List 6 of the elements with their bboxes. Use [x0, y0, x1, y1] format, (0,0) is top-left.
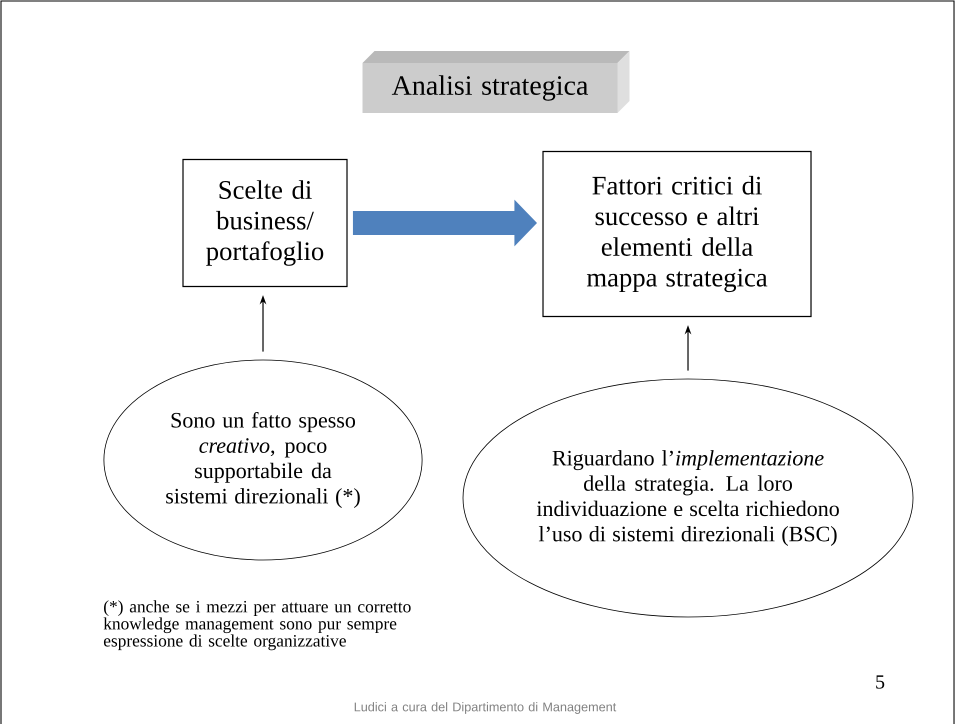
page-number: 5	[876, 675, 884, 689]
process-box: Scelte di business/ portafoglio	[182, 158, 348, 288]
process-box: Fattori critici di successo e altri elementi della mappa strategica	[542, 150, 812, 318]
title-box: Analisi strategica	[362, 51, 630, 113]
footnote: (*) anche se i mezzi per attuare un corretto knowledge management sono pur sempre espressione di scelte organizzative	[104, 600, 411, 650]
footer-text: Ludici a cura del Dipartimento di Management	[354, 702, 616, 714]
